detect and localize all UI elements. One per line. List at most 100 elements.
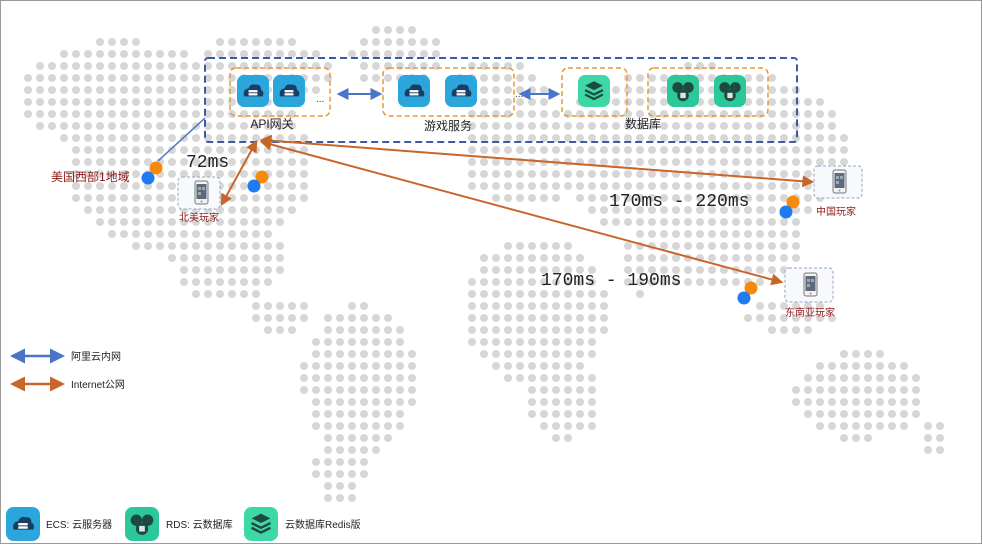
map-dot <box>600 182 608 190</box>
map-dot <box>336 458 344 466</box>
map-dot <box>660 146 668 154</box>
map-dot <box>876 398 884 406</box>
map-dot <box>228 278 236 286</box>
map-dot <box>612 86 620 94</box>
map-dot <box>288 134 296 142</box>
map-dot <box>264 326 272 334</box>
map-dot <box>204 218 212 226</box>
map-dot <box>216 290 224 298</box>
map-dot <box>480 86 488 94</box>
redis-icon <box>578 75 610 107</box>
map-dot <box>60 74 68 82</box>
map-dot <box>648 230 656 238</box>
map-dot <box>432 38 440 46</box>
map-dot <box>768 230 776 238</box>
legend-ecs-icon <box>6 507 40 541</box>
map-dot <box>156 98 164 106</box>
map-dot <box>300 62 308 70</box>
map-dot <box>360 470 368 478</box>
map-dot <box>552 398 560 406</box>
map-dot <box>636 86 644 94</box>
map-dot <box>312 62 320 70</box>
legend-ecs-label: ECS: 云服务器 <box>46 518 112 531</box>
map-dot <box>624 242 632 250</box>
map-dot <box>48 86 56 94</box>
map-dot <box>612 170 620 178</box>
map-dot <box>192 278 200 286</box>
map-dot <box>480 182 488 190</box>
map-dot <box>588 350 596 358</box>
map-dot <box>180 74 188 82</box>
map-dot <box>768 314 776 322</box>
map-dot <box>372 326 380 334</box>
map-dot <box>252 242 260 250</box>
map-dot <box>312 422 320 430</box>
map-dot <box>492 170 500 178</box>
map-dot <box>636 230 644 238</box>
sea-player-marker-orange <box>744 281 758 295</box>
map-dot <box>396 386 404 394</box>
map-dot <box>564 158 572 166</box>
map-dot <box>480 134 488 142</box>
map-dot <box>528 362 536 370</box>
map-dot <box>732 278 740 286</box>
map-dot <box>720 170 728 178</box>
map-dot <box>828 158 836 166</box>
map-dot <box>588 290 596 298</box>
map-dot <box>840 158 848 166</box>
map-dot <box>396 350 404 358</box>
map-dot <box>228 266 236 274</box>
map-dot <box>684 218 692 226</box>
map-dot <box>516 122 524 130</box>
map-dot <box>84 122 92 130</box>
map-dot <box>516 350 524 358</box>
map-dot <box>552 194 560 202</box>
map-dot <box>252 266 260 274</box>
map-dot <box>180 242 188 250</box>
map-dot <box>540 302 548 310</box>
map-dot <box>768 134 776 142</box>
map-dot <box>228 98 236 106</box>
map-dot <box>360 62 368 70</box>
map-dot <box>96 146 104 154</box>
map-dot <box>84 50 92 58</box>
map-dot <box>108 62 116 70</box>
map-dot <box>384 74 392 82</box>
map-dot <box>264 50 272 58</box>
map-dot <box>396 398 404 406</box>
map-dot <box>528 350 536 358</box>
map-dot <box>756 170 764 178</box>
map-dot <box>660 74 668 82</box>
map-dot <box>300 194 308 202</box>
map-dot <box>576 182 584 190</box>
map-dot <box>216 122 224 130</box>
map-dot <box>348 50 356 58</box>
map-dot <box>720 134 728 142</box>
map-dot <box>492 194 500 202</box>
map-dot <box>180 170 188 178</box>
phone-icon <box>194 180 209 205</box>
map-dot <box>348 302 356 310</box>
latency-north-america: 72ms <box>186 153 229 173</box>
map-dot <box>768 326 776 334</box>
map-dot <box>324 350 332 358</box>
map-dot <box>744 254 752 262</box>
map-dot <box>48 98 56 106</box>
map-dot <box>108 194 116 202</box>
map-dot <box>780 122 788 130</box>
map-dot <box>144 242 152 250</box>
map-dot <box>216 242 224 250</box>
map-dot <box>192 170 200 178</box>
map-dot <box>276 50 284 58</box>
map-dot <box>240 254 248 262</box>
map-dot <box>96 50 104 58</box>
map-dot <box>240 206 248 214</box>
map-dot <box>504 86 512 94</box>
map-dot <box>228 230 236 238</box>
map-dot <box>564 182 572 190</box>
map-dot <box>492 326 500 334</box>
map-dot <box>324 326 332 334</box>
map-dot <box>588 422 596 430</box>
map-dot <box>804 134 812 142</box>
map-dot <box>600 146 608 154</box>
